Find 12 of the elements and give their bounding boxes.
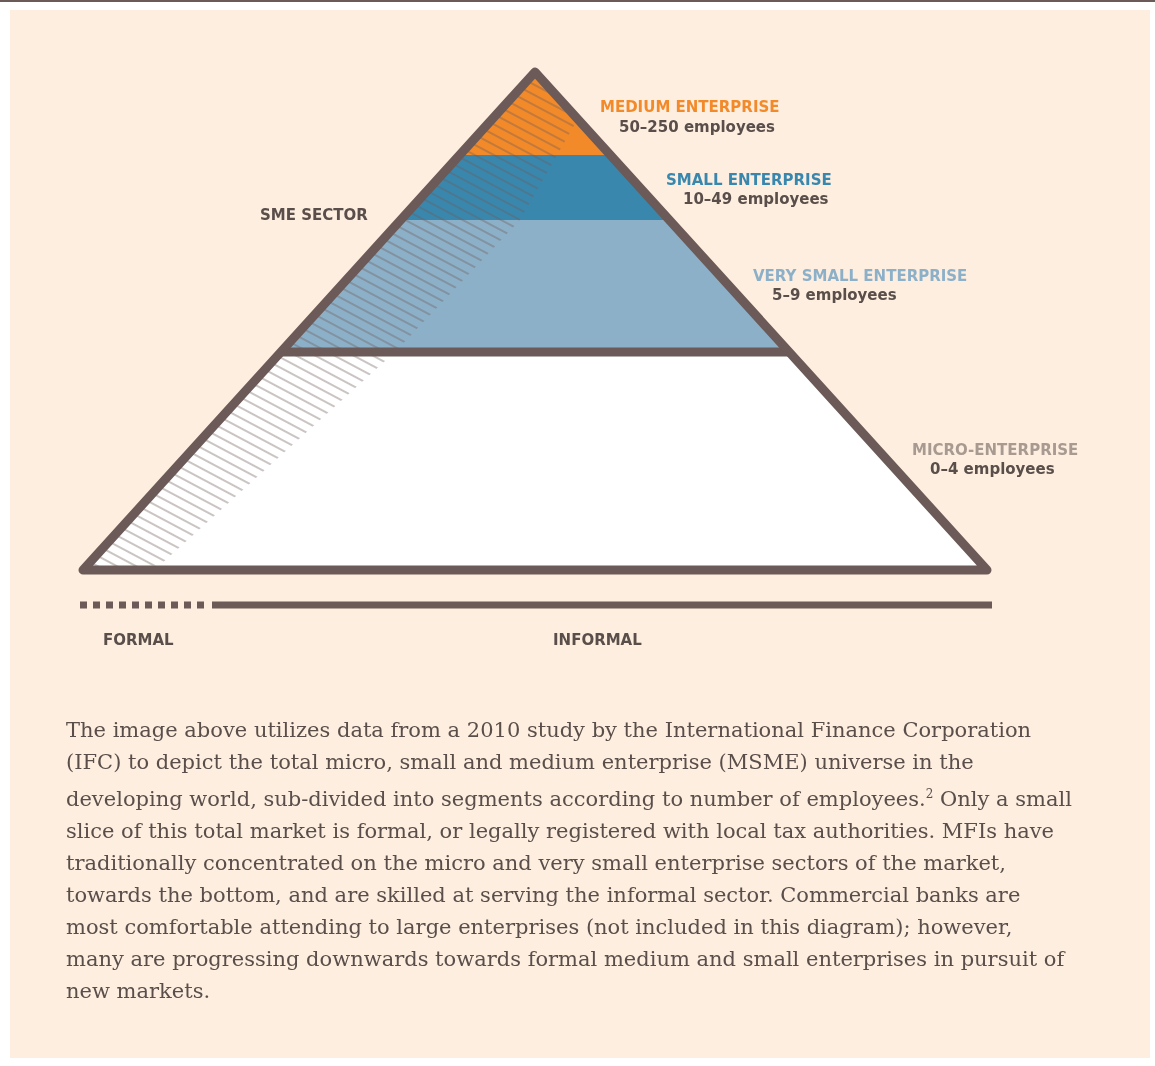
segment-label: 5–9 employees xyxy=(772,286,897,304)
segment-label: 0–4 employees xyxy=(930,460,1055,478)
segment-label: FORMAL xyxy=(103,631,174,649)
segment-label: SMALL ENTERPRISE xyxy=(666,171,832,189)
caption-paragraph: The image above utilizes data from a 2010 study by the International Finance Corporation (IFC) to depict the total micro, small and medium enterprise (MSME) universe in the developing world, sub-divided into segments according to number of employees.$^{2}$ Only a small slice of this total market is formal, or legally registered with local tax authorities. MFIs have traditionally concentrated on the micro and very small enterprise sectors of the market, towards the bottom, and are skilled at serving the informal sector. Commercial banks are most comfortable attending to large enterprises (not included in this diagram); however, many are progressing downwards towards formal medium and small enterprises in pursuit of new markets. xyxy=(66,717,1073,1005)
segment-label: VERY SMALL ENTERPRISE xyxy=(753,267,968,285)
segment-label: MEDIUM ENTERPRISE xyxy=(600,98,780,116)
segment-label: 10–49 employees xyxy=(683,190,829,208)
segment-label: INFORMAL xyxy=(553,631,642,649)
segment-label: SME SECTOR xyxy=(260,206,368,224)
segment-label: MICRO-ENTERPRISE xyxy=(912,441,1079,459)
segment-label: 50–250 employees xyxy=(619,118,775,136)
